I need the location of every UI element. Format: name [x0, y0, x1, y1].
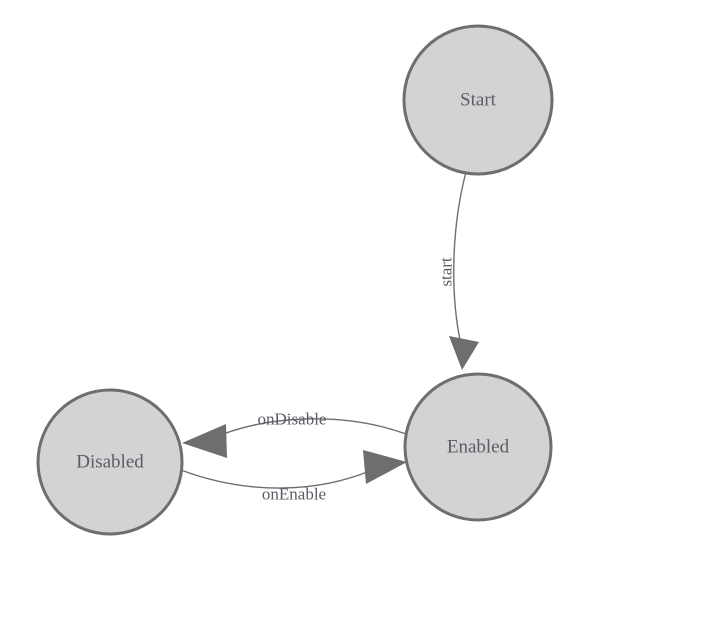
state-node-start[interactable]: Start — [402, 24, 554, 176]
edge-enabled-to-disabled-arrowhead — [182, 424, 227, 458]
state-node-start-label: Start — [460, 90, 497, 111]
edge-label-on-disable: onDisable — [258, 410, 327, 429]
edge-label-start: start — [437, 257, 456, 287]
state-node-enabled[interactable]: Enabled — [403, 372, 553, 522]
edge-label-on-enable: onEnable — [262, 485, 326, 504]
state-node-start-circle — [402, 24, 554, 176]
edge-start-to-enabled-path — [453, 171, 467, 341]
state-node-enabled-label: Enabled — [447, 437, 510, 458]
state-node-disabled[interactable]: Disabled — [36, 388, 184, 536]
edge-enabled-to-disabled[interactable] — [182, 418, 407, 458]
edge-disabled-to-enabled-arrowhead — [363, 450, 407, 484]
state-node-disabled-circle — [36, 388, 184, 536]
edge-disabled-to-enabled-path — [180, 469, 373, 489]
state-node-enabled-circle — [403, 372, 553, 522]
edge-disabled-to-enabled[interactable] — [180, 450, 407, 489]
edge-enabled-to-disabled-path — [215, 418, 407, 438]
edge-start-to-enabled-arrowhead — [449, 336, 479, 370]
state-node-disabled-label: Disabled — [76, 452, 144, 473]
edge-start-to-enabled[interactable] — [449, 171, 479, 370]
